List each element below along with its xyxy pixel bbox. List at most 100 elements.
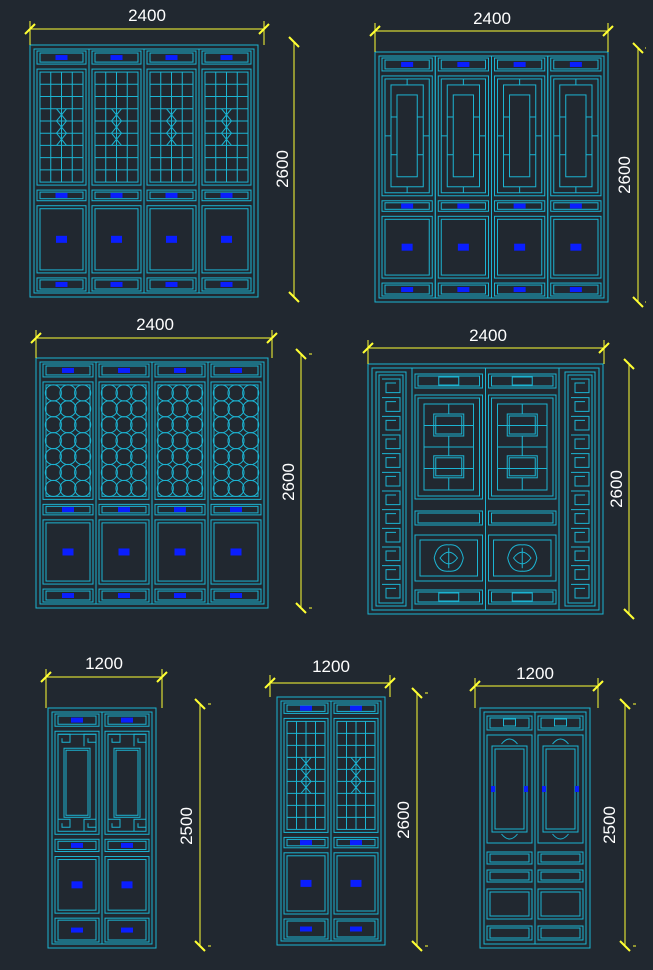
door-set-7-width-label: 1200 [516, 664, 554, 683]
label-block [55, 55, 68, 61]
label-block [71, 842, 83, 848]
label-block [55, 192, 68, 198]
label-block [62, 548, 74, 556]
label-block [71, 717, 83, 723]
label-block [350, 705, 362, 711]
label-block [350, 840, 362, 846]
door-set-6-panel-1 [280, 700, 332, 942]
door-set-5-panel-1 [51, 711, 103, 945]
label-block [121, 717, 133, 723]
label-block [62, 507, 74, 513]
label-block [174, 548, 186, 556]
door-set-1-width-label: 2400 [128, 6, 166, 25]
door-set-7-height-label: 2500 [600, 806, 619, 844]
door-set-2-height-label: 2600 [615, 156, 634, 194]
door-set-6-dimensions [264, 675, 428, 952]
label-block [55, 281, 68, 287]
label-block [569, 287, 582, 293]
door-set-1-panel-2 [88, 48, 145, 294]
door-set-2-panel-3 [491, 55, 549, 299]
label-block [513, 61, 526, 67]
label-block [121, 842, 133, 848]
door-set-2-width-label: 2400 [473, 9, 511, 28]
door-set-3-height-label: 2600 [279, 463, 298, 501]
door-set-4-right-border [564, 371, 596, 607]
door-set-5-height-label: 2500 [177, 807, 196, 845]
label-block [165, 281, 178, 287]
label-block [110, 192, 123, 198]
door-set-1-panel-3 [143, 48, 200, 294]
door-set-5-width-label: 1200 [85, 654, 123, 673]
label-block [300, 705, 312, 711]
label-block [491, 786, 495, 792]
door-set-3-panel-2 [95, 361, 153, 605]
label-block [570, 243, 582, 251]
label-block [457, 61, 470, 67]
door-set-2 [374, 51, 609, 303]
door-set-5-dimensions [40, 669, 211, 952]
label-block [401, 203, 414, 209]
door-set-2-panel-4 [547, 55, 605, 299]
label-block [111, 235, 122, 243]
label-block [220, 55, 233, 61]
door-set-4-dimensions [362, 340, 635, 620]
label-block [514, 243, 526, 251]
label-block [165, 192, 178, 198]
label-block [300, 879, 312, 887]
door-set-5-panel-2 [101, 711, 153, 945]
door-set-7-panel-1 [483, 711, 536, 945]
label-block [110, 55, 123, 61]
label-block [401, 61, 414, 67]
label-block [62, 593, 74, 599]
door-set-6 [276, 696, 386, 946]
label-block [569, 203, 582, 209]
label-block [575, 786, 579, 792]
door-set-1-panel-4 [198, 48, 255, 294]
door-set-4 [367, 363, 604, 615]
label-block [300, 840, 312, 846]
label-block [457, 243, 469, 251]
label-block [62, 367, 74, 373]
door-set-4-height-label: 2600 [607, 470, 626, 508]
door-set-1-dimensions [24, 21, 300, 303]
label-block [118, 367, 130, 373]
label-block [110, 281, 123, 287]
door-set-6-width-label: 1200 [312, 657, 350, 676]
label-block [121, 881, 133, 889]
door-set-3-dimensions [30, 330, 312, 614]
label-block [569, 61, 582, 67]
door-set-1-height-label: 2600 [273, 150, 292, 188]
label-block [457, 287, 470, 293]
label-block [513, 203, 526, 209]
label-block [118, 507, 130, 513]
label-block [118, 593, 130, 599]
door-set-7-panel-2 [534, 711, 587, 945]
door-set-4-width-label: 2400 [469, 326, 507, 345]
label-block [174, 507, 186, 513]
label-block [300, 926, 312, 932]
label-block [165, 55, 178, 61]
door-set-3 [35, 357, 269, 609]
door-set-3-width-label: 2400 [136, 315, 174, 334]
door-set-6-panel-2 [330, 700, 382, 942]
door-set-1 [29, 44, 259, 298]
label-block [230, 593, 242, 599]
door-set-4-leaf-2 [485, 367, 560, 611]
label-block [220, 281, 233, 287]
label-block [457, 203, 470, 209]
door-set-3-panel-4 [207, 361, 265, 605]
door-set-6-height-label: 2600 [394, 801, 413, 839]
label-block [230, 507, 242, 513]
door-set-2-panel-1 [378, 55, 436, 299]
label-block [220, 192, 233, 198]
door-set-7 [479, 707, 591, 949]
label-block [230, 548, 242, 556]
label-block [401, 243, 413, 251]
label-block [524, 786, 528, 792]
door-set-7-dimensions [469, 678, 636, 952]
label-block [174, 593, 186, 599]
door-set-1-panel-1 [33, 48, 90, 294]
door-set-2-dimensions [369, 23, 646, 308]
label-block [174, 367, 186, 373]
